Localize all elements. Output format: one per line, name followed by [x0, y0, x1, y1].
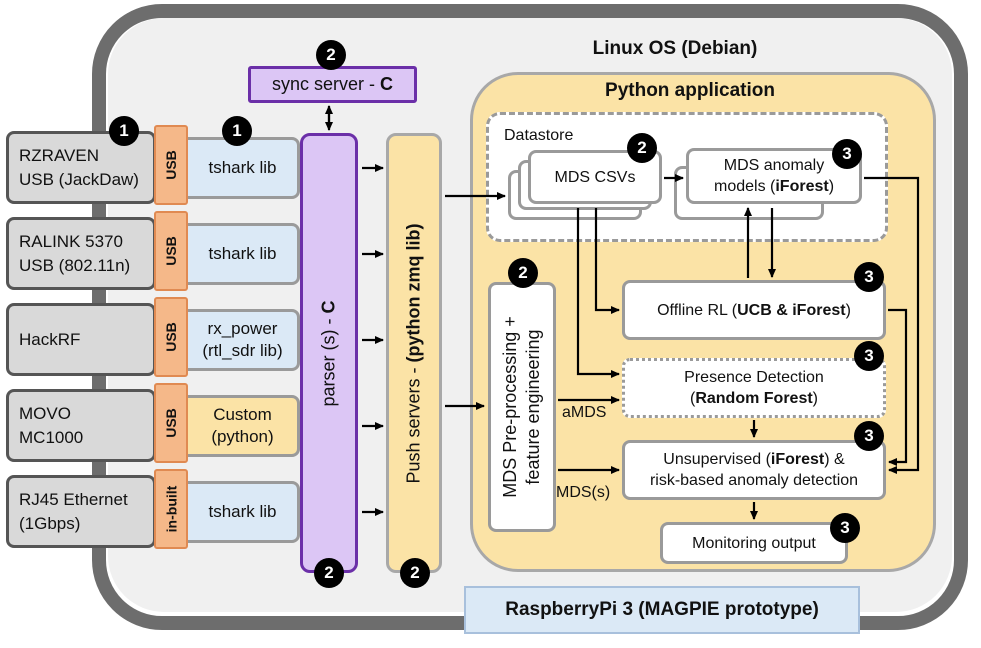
lib-tshark-5: tshark lib	[188, 481, 300, 543]
push-servers-label: Push servers - (python zmq lib)	[403, 222, 424, 484]
sync-server-label: sync server - C	[271, 74, 394, 94]
device-hackrf: HackRF	[6, 303, 156, 376]
monitoring-badge: 3	[830, 513, 860, 543]
linux-os-label: Linux OS (Debian)	[592, 38, 758, 59]
monitoring-box: Monitoring output	[660, 522, 848, 564]
push-servers-badge: 2	[400, 558, 430, 588]
device-badge: 1	[109, 116, 139, 146]
offline-rl-box: Offline RL (UCB & iForest)	[622, 280, 886, 340]
models-line2: models (iForest)	[713, 178, 835, 195]
mds-csv-label: MDS CSVs	[554, 168, 636, 186]
preprocess-badge: 2	[508, 258, 538, 288]
presence-badge: 3	[854, 341, 884, 371]
push-servers-box: Push servers - (python zmq lib)	[386, 133, 442, 573]
sync-server-badge: 2	[316, 40, 346, 70]
lib-custom: Custom(python)	[188, 395, 300, 457]
port-usb-1: USB	[154, 125, 188, 205]
mds-csv-badge: 2	[627, 133, 657, 163]
preprocess-box: MDS Pre-processing +feature engineering	[488, 282, 556, 532]
models-box: MDS anomaly models (iForest)	[686, 148, 862, 204]
datastore-label: Datastore	[504, 127, 574, 144]
edge-label-mds-s: MDS(s)	[556, 484, 611, 501]
presence-box: Presence Detection (Random Forest)	[622, 358, 886, 418]
models-line1: MDS anomaly	[723, 157, 825, 174]
unsupervised-box: Unsupervised (iForest) & risk-based anom…	[622, 440, 886, 500]
port-usb-2: USB	[154, 211, 188, 291]
offline-rl-badge: 3	[854, 262, 884, 292]
lib-badge: 1	[222, 116, 252, 146]
lib-rx-power: rx_power(rtl_sdr lib)	[188, 309, 300, 371]
lib-tshark-1: tshark lib	[188, 137, 300, 199]
platform-label-box: RaspberryPi 3 (MAGPIE prototype)	[464, 586, 860, 634]
port-usb-3: USB	[154, 297, 188, 377]
parser-label: parser (s) - C	[318, 299, 339, 407]
parser-badge: 2	[314, 558, 344, 588]
sync-server-box: sync server - C	[248, 66, 417, 103]
python-app-label: Python application	[605, 80, 775, 101]
edge-label-amds: aMDS	[562, 404, 607, 421]
port-usb-4: USB	[154, 383, 188, 463]
lib-tshark-2: tshark lib	[188, 223, 300, 285]
preprocess-label: MDS Pre-processing +feature engineering	[500, 316, 544, 498]
port-inbuilt: in-built	[154, 469, 188, 549]
device-rj45: RJ45 Ethernet(1Gbps)	[6, 475, 156, 548]
models-badge: 3	[832, 139, 862, 169]
unsupervised-badge: 3	[854, 421, 884, 451]
parser-box: parser (s) - C	[300, 133, 358, 573]
offline-rl-label: Offline RL (UCB & iForest)	[657, 301, 851, 319]
